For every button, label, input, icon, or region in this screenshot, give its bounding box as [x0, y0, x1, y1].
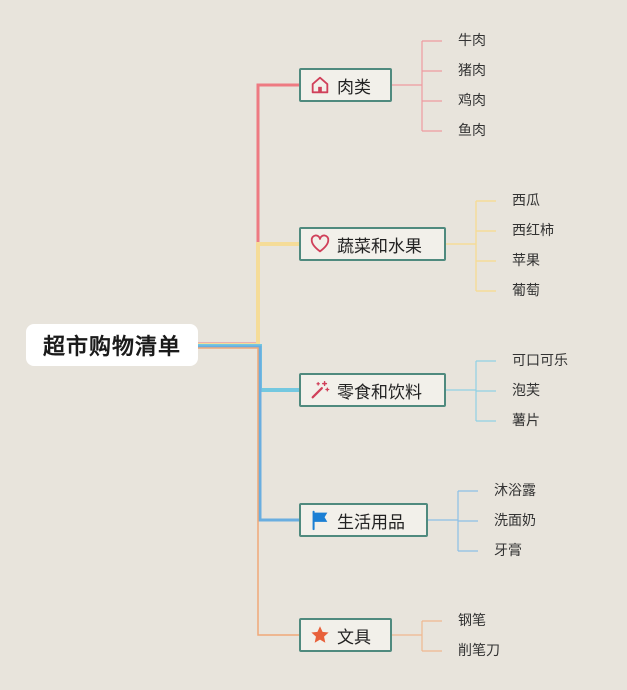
list-item[interactable]: 可口可乐: [512, 353, 568, 369]
category-label: 文具: [337, 627, 371, 648]
link-root-meat: [198, 83, 300, 346]
list-item[interactable]: 泡芙: [512, 383, 540, 399]
list-item[interactable]: 牛肉: [458, 33, 486, 49]
links-snack: [446, 360, 496, 422]
star-icon: [309, 624, 331, 646]
list-item[interactable]: 鸡肉: [458, 93, 486, 109]
category-label: 蔬菜和水果: [337, 236, 422, 257]
list-item[interactable]: 葡萄: [512, 283, 540, 299]
list-item[interactable]: 钢笔: [458, 613, 486, 629]
list-item[interactable]: 西瓜: [512, 193, 540, 209]
category-node-daily-goods[interactable]: 生活用品: [299, 503, 428, 537]
list-item[interactable]: 沐浴露: [494, 483, 536, 499]
list-item[interactable]: 西红柿: [512, 223, 554, 239]
links-daily: [428, 490, 478, 552]
list-item[interactable]: 鱼肉: [458, 123, 486, 139]
links-meat: [392, 40, 442, 132]
links-veg: [446, 200, 496, 292]
category-node-meat[interactable]: 肉类: [299, 68, 392, 102]
list-item[interactable]: 牙膏: [494, 543, 522, 559]
list-item[interactable]: 削笔刀: [458, 643, 500, 659]
list-item[interactable]: 洗面奶: [494, 513, 536, 529]
link-root-snack: [198, 344, 300, 392]
list-item[interactable]: 猪肉: [458, 63, 486, 79]
links-stationery: [392, 620, 442, 652]
list-item[interactable]: 苹果: [512, 253, 540, 269]
category-label: 零食和饮料: [337, 382, 422, 403]
heart-icon: [309, 233, 331, 255]
category-node-veg-fruit[interactable]: 蔬菜和水果: [299, 227, 446, 261]
category-node-stationery[interactable]: 文具: [299, 618, 392, 652]
flag-icon: [309, 509, 331, 531]
home-icon: [309, 74, 331, 96]
root-node[interactable]: 超市购物清单: [26, 324, 198, 366]
link-root-stationery: [198, 347, 300, 636]
magic-wand-icon: [309, 379, 331, 401]
category-label: 肉类: [337, 77, 371, 98]
category-label: 生活用品: [337, 512, 405, 533]
link-root-veg: [198, 242, 300, 347]
list-item[interactable]: 薯片: [512, 413, 540, 429]
category-node-snacks-drinks[interactable]: 零食和饮料: [299, 373, 446, 407]
link-root-daily: [198, 345, 300, 522]
